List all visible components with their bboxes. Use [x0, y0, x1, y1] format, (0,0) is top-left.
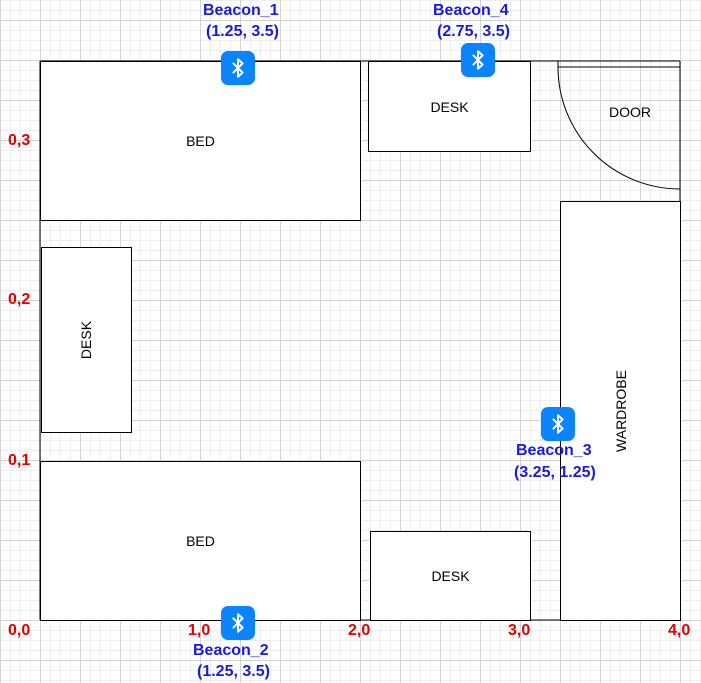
axis-label-y1: 0,1: [8, 452, 31, 469]
bed-bottom: BED: [40, 461, 361, 621]
bed-top: BED: [40, 61, 361, 221]
axis-label-x3: 3,0: [508, 622, 531, 639]
beacon-4-name: Beacon_4: [433, 2, 509, 19]
beacon-2-name: Beacon_2: [193, 642, 269, 659]
beacon-4-bluetooth-icon: [461, 43, 495, 77]
beacon-3-bluetooth-icon: [541, 407, 575, 441]
desk-bottom: DESK: [370, 531, 531, 621]
beacon-2-bluetooth-icon: [221, 606, 255, 640]
wardrobe: WARDROBE: [560, 201, 681, 621]
beacon-1-name: Beacon_1: [203, 2, 279, 19]
desk-bottom-label: DESK: [431, 568, 470, 584]
beacon-2-coords: (1.25, 3.5): [197, 663, 270, 680]
beacon-4-coords: (2.75, 3.5): [437, 23, 510, 40]
axis-label-x4: 4,0: [668, 622, 691, 639]
axis-label-x1: 1,0: [188, 622, 211, 639]
desk-top-label: DESK: [430, 98, 469, 115]
axis-label-y3: 0,3: [8, 132, 31, 149]
door-label: DOOR: [609, 104, 651, 120]
axis-label-y2: 0,2: [8, 291, 31, 308]
bed-top-label: BED: [186, 133, 215, 149]
door-area: DOOR: [600, 100, 660, 124]
door-swing-arc: [557, 66, 681, 190]
bed-bottom-label: BED: [186, 533, 215, 549]
axis-label-x2: 2,0: [348, 622, 371, 639]
beacon-3-coords: (3.25, 1.25): [514, 464, 596, 481]
desk-left-label: DESK: [78, 320, 95, 360]
axis-label-origin: 0,0: [8, 622, 31, 639]
desk-top: DESK: [368, 61, 531, 152]
beacon-1-coords: (1.25, 3.5): [206, 23, 279, 40]
beacon-1-bluetooth-icon: [221, 51, 255, 85]
desk-left: DESK: [41, 247, 132, 433]
beacon-3-name: Beacon_3: [516, 442, 592, 459]
wardrobe-label: WARDROBE: [612, 370, 629, 452]
